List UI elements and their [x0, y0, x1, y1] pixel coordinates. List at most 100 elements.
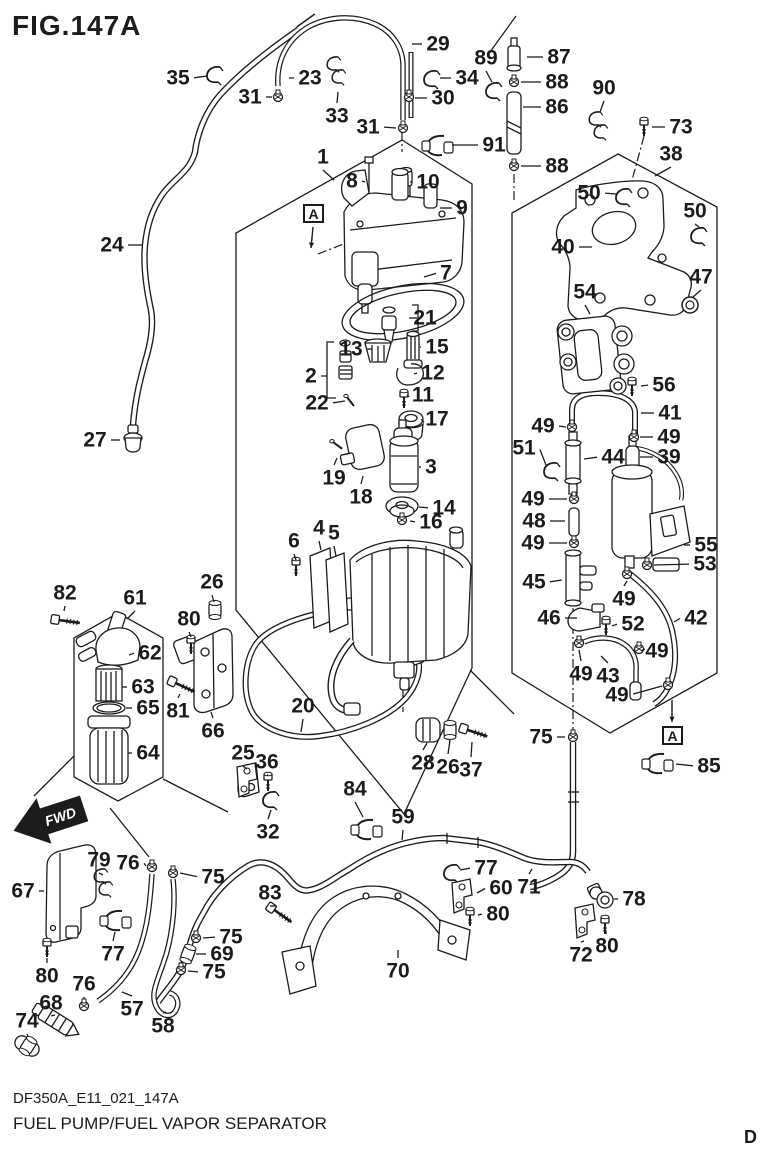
hose-41: [569, 389, 638, 434]
callout-label-55: 55: [694, 534, 718, 557]
callout-label-83: 83: [258, 882, 281, 905]
part-glyph-clamp: [662, 677, 674, 691]
callout-label-40: 40: [551, 236, 574, 259]
leader-line: [383, 126, 397, 129]
leader-line: [459, 867, 471, 871]
callout-label-32: 32: [256, 821, 279, 844]
callout-label-88: 88: [545, 71, 569, 94]
part-glyph-clip: [443, 863, 461, 884]
right-panel-outline: [511, 153, 718, 734]
part-glyph-clip2: [326, 56, 347, 86]
part-glyph-lbr: [451, 878, 473, 914]
callout-label-2: 2: [305, 365, 317, 388]
leader-line: [600, 655, 609, 664]
callout-label-44: 44: [601, 446, 625, 469]
callout-label-62: 62: [138, 642, 161, 665]
figure-footer: DF350A_E11_021_147A FUEL PUMP/FUEL VAPOR…: [13, 1088, 327, 1136]
leader-line: [611, 623, 618, 627]
leader-line: [578, 649, 582, 662]
tube-86: [506, 91, 522, 155]
callout-label-1: 1: [317, 146, 329, 169]
hose-42: [628, 571, 679, 707]
callout-label-84: 84: [343, 778, 367, 801]
callout-label-3: 3: [425, 456, 437, 479]
callout-label-78: 78: [622, 888, 646, 911]
part-glyph-cyl: [443, 720, 457, 740]
leader-line: [112, 931, 116, 942]
part-glyph-clamp: [633, 641, 645, 655]
leader-line: [420, 418, 425, 423]
callout-label-23: 23: [298, 67, 321, 90]
leader-line: [640, 648, 646, 652]
callout-label-75: 75: [202, 961, 226, 984]
callout-label-71: 71: [517, 876, 541, 899]
detail-marker-label: A: [308, 206, 318, 222]
callout-label-73: 73: [669, 116, 692, 139]
callout-label-26: 26: [200, 571, 223, 594]
part-glyph-clamp: [567, 729, 579, 743]
callout-label-49: 49: [521, 488, 544, 511]
callout-label-47: 47: [689, 266, 712, 289]
callout-label-58: 58: [151, 1015, 175, 1038]
separator-55: [611, 464, 691, 572]
filter-13: [364, 338, 392, 363]
leader-line: [422, 742, 428, 751]
callout-label-88: 88: [545, 155, 569, 178]
hose-59: [155, 833, 591, 1004]
part-glyph-screw: [601, 615, 611, 635]
leader-line: [447, 739, 451, 755]
panel-leader: [33, 755, 75, 797]
leader-line: [413, 372, 418, 375]
leader-line: [193, 75, 208, 79]
callout-label-69: 69: [210, 943, 233, 966]
leader-line: [202, 936, 216, 939]
part-glyph-clamp: [621, 566, 633, 580]
callout-label-67: 67: [11, 880, 34, 903]
part-glyph-clipw: [641, 752, 674, 775]
leader-line: [654, 166, 672, 177]
part-glyph-clip: [615, 187, 633, 208]
callout-label-56: 56: [652, 374, 675, 397]
leader-line: [318, 540, 322, 551]
detail-markers-layer: AA: [303, 204, 683, 745]
part-glyph-clamp: [641, 557, 653, 571]
leader-line: [332, 400, 346, 404]
fitting-87: [506, 37, 522, 72]
callout-label-64: 64: [136, 742, 160, 765]
panel-leader: [109, 807, 150, 858]
leader-line: [623, 580, 628, 587]
leader-line: [692, 289, 702, 298]
callout-label-65: 65: [136, 697, 160, 720]
leader-line: [528, 868, 533, 875]
part-glyph-clip2: [588, 111, 609, 141]
leader-line: [409, 520, 416, 523]
panel-outlines: [33, 15, 718, 858]
leader-line: [640, 384, 649, 387]
part-glyph-clamp: [78, 998, 90, 1012]
leader-line: [126, 610, 136, 620]
callout-label-61: 61: [123, 587, 147, 610]
hose-24: [123, 13, 320, 453]
part-glyph-ring: [681, 296, 699, 314]
part-glyph-clamp: [508, 74, 520, 88]
leader-line: [653, 563, 690, 566]
part-glyph-clamp: [628, 429, 640, 443]
clamp-46: [567, 603, 605, 632]
bracket-40: [555, 180, 692, 322]
leader-line: [211, 594, 215, 603]
part-glyph-clamp: [403, 89, 415, 103]
pump-3: [389, 419, 419, 493]
callout-label-68: 68: [39, 992, 63, 1015]
mount-28: [415, 717, 441, 743]
callout-label-17: 17: [425, 408, 448, 431]
leader-line: [675, 763, 694, 767]
hose-43: [582, 635, 642, 701]
valve-78: [586, 882, 614, 909]
callout-label-21: 21: [413, 307, 437, 330]
callout-label-49: 49: [645, 640, 668, 663]
leader-line: [128, 652, 135, 656]
callout-label-35: 35: [166, 67, 190, 90]
callout-label-16: 16: [419, 511, 442, 534]
part-glyph-screw: [639, 116, 649, 136]
